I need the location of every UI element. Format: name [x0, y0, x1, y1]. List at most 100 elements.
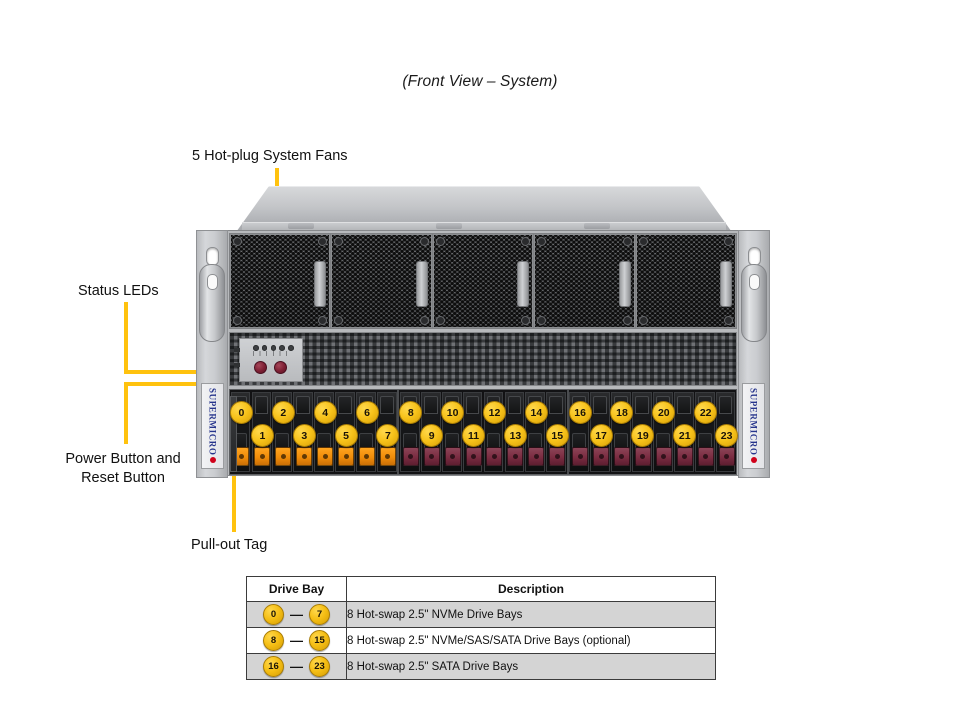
drive-bay[interactable]: 17: [589, 392, 613, 472]
fan-screw-icon: [233, 316, 242, 325]
drive-bay[interactable]: 14: [524, 392, 548, 472]
latch-pin-icon: [533, 454, 539, 459]
range-start-badge: 8: [263, 630, 284, 651]
chassis-handle-left[interactable]: [199, 264, 225, 342]
drive-bay[interactable]: 20: [652, 392, 676, 472]
fan-screw-icon: [233, 237, 242, 246]
drive-release-latch[interactable]: [549, 447, 566, 466]
fan-screw-icon: [435, 237, 445, 246]
drive-release-latch[interactable]: [444, 447, 461, 466]
drive-release-latch[interactable]: [655, 447, 672, 466]
leader-line-power-reset-vertical: [124, 382, 128, 444]
drive-release-latch[interactable]: [402, 447, 419, 466]
status-led: [270, 345, 277, 351]
drive-release-latch[interactable]: [676, 447, 693, 466]
drive-release-latch[interactable]: [423, 447, 440, 466]
drive-release-latch[interactable]: [718, 447, 735, 466]
drive-bay[interactable]: 10: [441, 392, 465, 472]
drive-bay[interactable]: 3: [292, 392, 316, 472]
fan-bank: [229, 233, 737, 329]
fan-screw-icon: [521, 316, 531, 325]
fan-module[interactable]: [230, 234, 331, 328]
drive-bay[interactable]: 11: [462, 392, 486, 472]
chassis-handle-right[interactable]: [741, 264, 767, 342]
pull-out-tag[interactable]: [230, 396, 237, 472]
fan-screw-icon: [537, 237, 547, 246]
drive-release-latch[interactable]: [379, 447, 396, 466]
drive-release-latch[interactable]: [338, 447, 355, 466]
drive-bay[interactable]: 23: [715, 392, 739, 472]
drive-bay-number-badge: 5: [334, 424, 358, 447]
drive-bay[interactable]: 13: [503, 392, 527, 472]
fan-module[interactable]: [331, 234, 432, 328]
drive-bay[interactable]: 16: [568, 392, 592, 472]
drive-bay-number-badge: 17: [589, 424, 613, 447]
drive-bay-number-badge: 2: [271, 401, 295, 424]
drive-carrier-top: [507, 396, 522, 414]
drive-bay[interactable]: 8: [399, 392, 423, 472]
drive-bay[interactable]: 19: [631, 392, 655, 472]
drive-bay[interactable]: 7: [376, 392, 400, 472]
fan-module[interactable]: [432, 234, 534, 328]
latch-pin-icon: [661, 454, 667, 459]
column-header-drive-bay: Drive Bay: [246, 576, 347, 602]
fan-module[interactable]: [635, 234, 737, 328]
drive-bay[interactable]: 1: [250, 392, 274, 472]
drive-bay[interactable]: 15: [545, 392, 569, 472]
drive-bay[interactable]: 9: [420, 392, 444, 472]
drive-release-latch[interactable]: [507, 447, 524, 466]
fan-module-handle[interactable]: [517, 261, 530, 307]
drive-bay[interactable]: 18: [610, 392, 634, 472]
drive-bay[interactable]: 12: [482, 392, 506, 472]
reset-button[interactable]: [274, 361, 287, 374]
drive-bay-number-badge: 23: [715, 424, 739, 447]
fan-screw-icon: [638, 237, 648, 246]
fan-module-handle[interactable]: [618, 261, 631, 307]
power-button[interactable]: [254, 361, 267, 374]
drive-release-latch[interactable]: [572, 447, 589, 466]
drive-carrier-top: [465, 396, 480, 414]
fan-screw-icon: [318, 237, 328, 246]
fan-module[interactable]: [534, 234, 635, 328]
drive-carrier-top: [338, 396, 352, 414]
callout-label-fans: 5 Hot-plug System Fans: [192, 148, 348, 164]
fan-module-handle[interactable]: [720, 261, 733, 307]
drive-release-latch[interactable]: [358, 447, 375, 466]
drive-release-latch[interactable]: [296, 447, 313, 466]
drive-release-latch[interactable]: [613, 447, 630, 466]
latch-pin-icon: [408, 454, 414, 459]
latch-pin-icon: [619, 454, 625, 459]
server-chassis-front-view: SUPERMICRO SUPERMICRO: [196, 186, 770, 490]
drive-carrier-top: [254, 396, 269, 414]
drive-bay[interactable]: 6: [355, 392, 379, 472]
drive-bay[interactable]: 22: [694, 392, 718, 472]
drive-bay[interactable]: 2: [271, 392, 295, 472]
fan-screw-icon: [419, 237, 429, 246]
fan-screw-icon: [724, 237, 734, 246]
drive-bay-number-badge: 10: [441, 401, 465, 424]
callout-label-pull-out-tag: Pull-out Tag: [191, 537, 268, 553]
fan-module-handle[interactable]: [314, 261, 327, 307]
drive-release-latch[interactable]: [528, 447, 545, 466]
figure-caption: (Front View – System): [402, 73, 558, 90]
drive-release-latch[interactable]: [593, 447, 610, 466]
fan-module-handle[interactable]: [415, 261, 428, 307]
drive-bay-number-badge: 13: [503, 424, 527, 447]
front-vent-panel: [229, 332, 737, 386]
drive-carrier-top: [296, 396, 311, 414]
drive-release-latch[interactable]: [634, 447, 651, 466]
drive-release-latch[interactable]: [465, 447, 482, 466]
drive-bay[interactable]: 21: [673, 392, 697, 472]
drive-bay[interactable]: 5: [334, 392, 358, 472]
drive-bay-number-badge: 18: [610, 401, 634, 424]
drive-release-latch[interactable]: [317, 447, 334, 466]
drive-release-latch[interactable]: [486, 447, 503, 466]
drive-bay[interactable]: 4: [313, 392, 337, 472]
latch-pin-icon: [429, 454, 435, 459]
drive-release-latch[interactable]: [254, 447, 271, 466]
drive-bay-number-badge: 16: [568, 401, 592, 424]
drive-release-latch[interactable]: [275, 447, 292, 466]
drive-release-latch[interactable]: [697, 447, 714, 466]
